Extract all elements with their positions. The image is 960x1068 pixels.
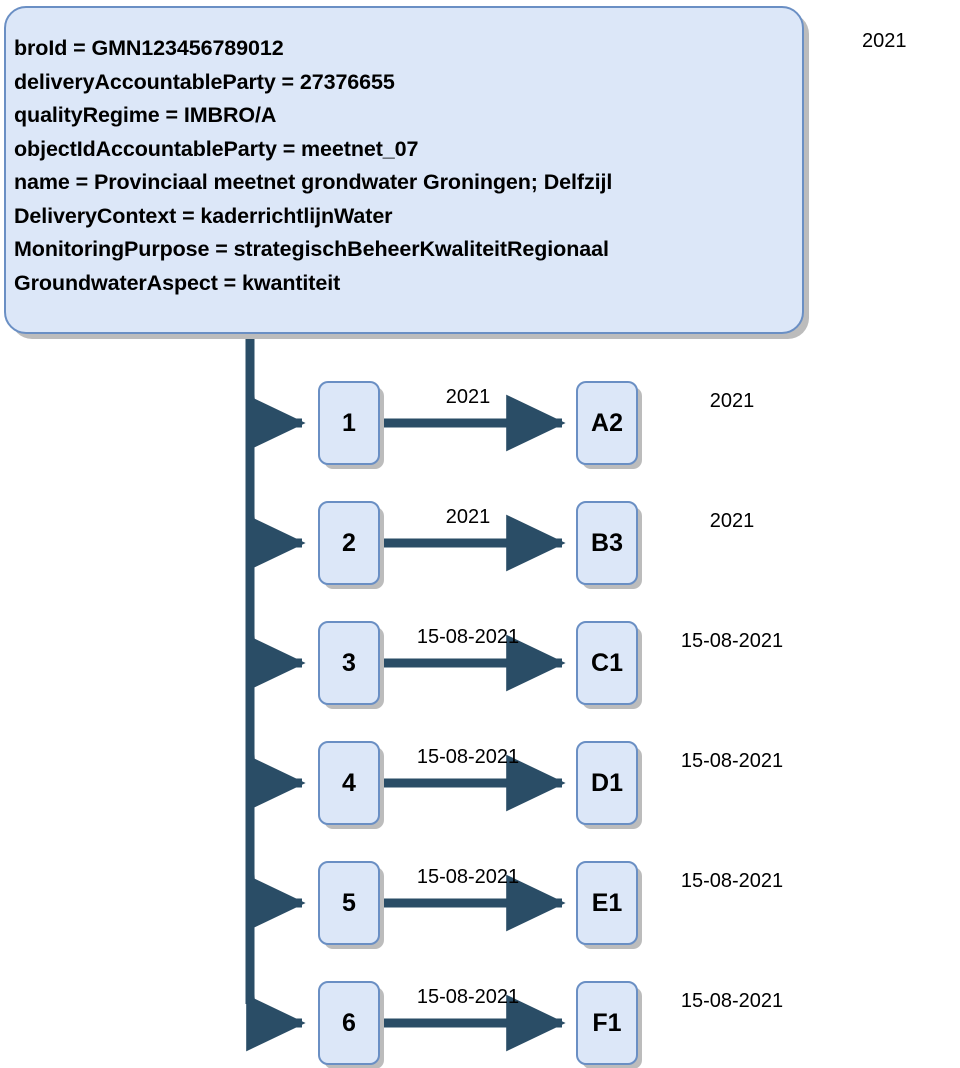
attribute-list: broId = GMN123456789012 deliveryAccounta… [14,32,804,300]
measurement-point-node-4[interactable]: 4 [318,741,380,825]
monitoring-network-attribute-box[interactable]: broId = GMN123456789012 deliveryAccounta… [4,6,804,334]
edge-label-2: 2021 [445,506,491,528]
well-node-6[interactable]: F1 [576,981,638,1065]
side-label-3: 15-08-2021 [680,630,784,652]
side-label-5: 15-08-2021 [680,870,784,892]
corner-year-label: 2021 [862,30,907,52]
attribute-line-groundwateraspect: GroundwaterAspect = kwantiteit [14,270,341,295]
attribute-line-deliverycontext: DeliveryContext = kaderrichtlijnWater [14,203,393,228]
side-label-2: 2021 [709,510,755,532]
measurement-point-node-3[interactable]: 3 [318,621,380,705]
attribute-line-deliveryaccountableparty: deliveryAccountableParty = 27376655 [14,69,395,94]
node-label: C1 [591,648,623,677]
attribute-line-monitoringpurpose: MonitoringPurpose = strategischBeheerKwa… [14,237,609,261]
attribute-line-name: name = Provinciaal meetnet grondwater Gr… [14,170,613,194]
branch-arrow-6 [245,993,306,1052]
node-label: 6 [342,1008,356,1037]
node-label: 4 [342,768,356,797]
branch-arrow-2 [245,513,306,572]
branch-arrow-5 [245,873,306,932]
well-node-3[interactable]: C1 [576,621,638,705]
node-label: F1 [592,1008,622,1037]
node-label: A2 [591,408,623,437]
edge-label-5: 15-08-2021 [416,866,520,888]
node-label: D1 [591,768,623,797]
well-node-1[interactable]: A2 [576,381,638,465]
well-node-2[interactable]: B3 [576,501,638,585]
measurement-point-node-2[interactable]: 2 [318,501,380,585]
measurement-point-node-6[interactable]: 6 [318,981,380,1065]
branch-arrow-1 [245,393,306,452]
measurement-point-node-5[interactable]: 5 [318,861,380,945]
attribute-line-objectidaccountableparty: objectIdAccountableParty = meetnet_07 [14,136,419,161]
side-label-6: 15-08-2021 [680,990,784,1012]
edge-label-1: 2021 [445,386,491,408]
well-node-5[interactable]: E1 [576,861,638,945]
node-label: E1 [591,888,623,917]
node-label: B3 [591,528,623,557]
node-label: 2 [342,528,356,557]
measurement-point-node-1[interactable]: 1 [318,381,380,465]
attribute-line-qualityregime: qualityRegime = IMBRO/A [14,103,277,127]
edge-label-6: 15-08-2021 [416,986,520,1008]
branch-arrow-4 [245,753,306,812]
node-label: 1 [342,408,356,437]
node-label: 5 [342,888,356,917]
attribute-line-broid: broId = GMN123456789012 [14,36,284,60]
edge-label-3: 15-08-2021 [416,626,520,648]
node-label: 3 [342,648,356,677]
branch-arrow-3 [245,633,306,692]
side-label-4: 15-08-2021 [680,750,784,772]
side-label-1: 2021 [709,390,755,412]
well-node-4[interactable]: D1 [576,741,638,825]
edge-label-4: 15-08-2021 [416,746,520,768]
